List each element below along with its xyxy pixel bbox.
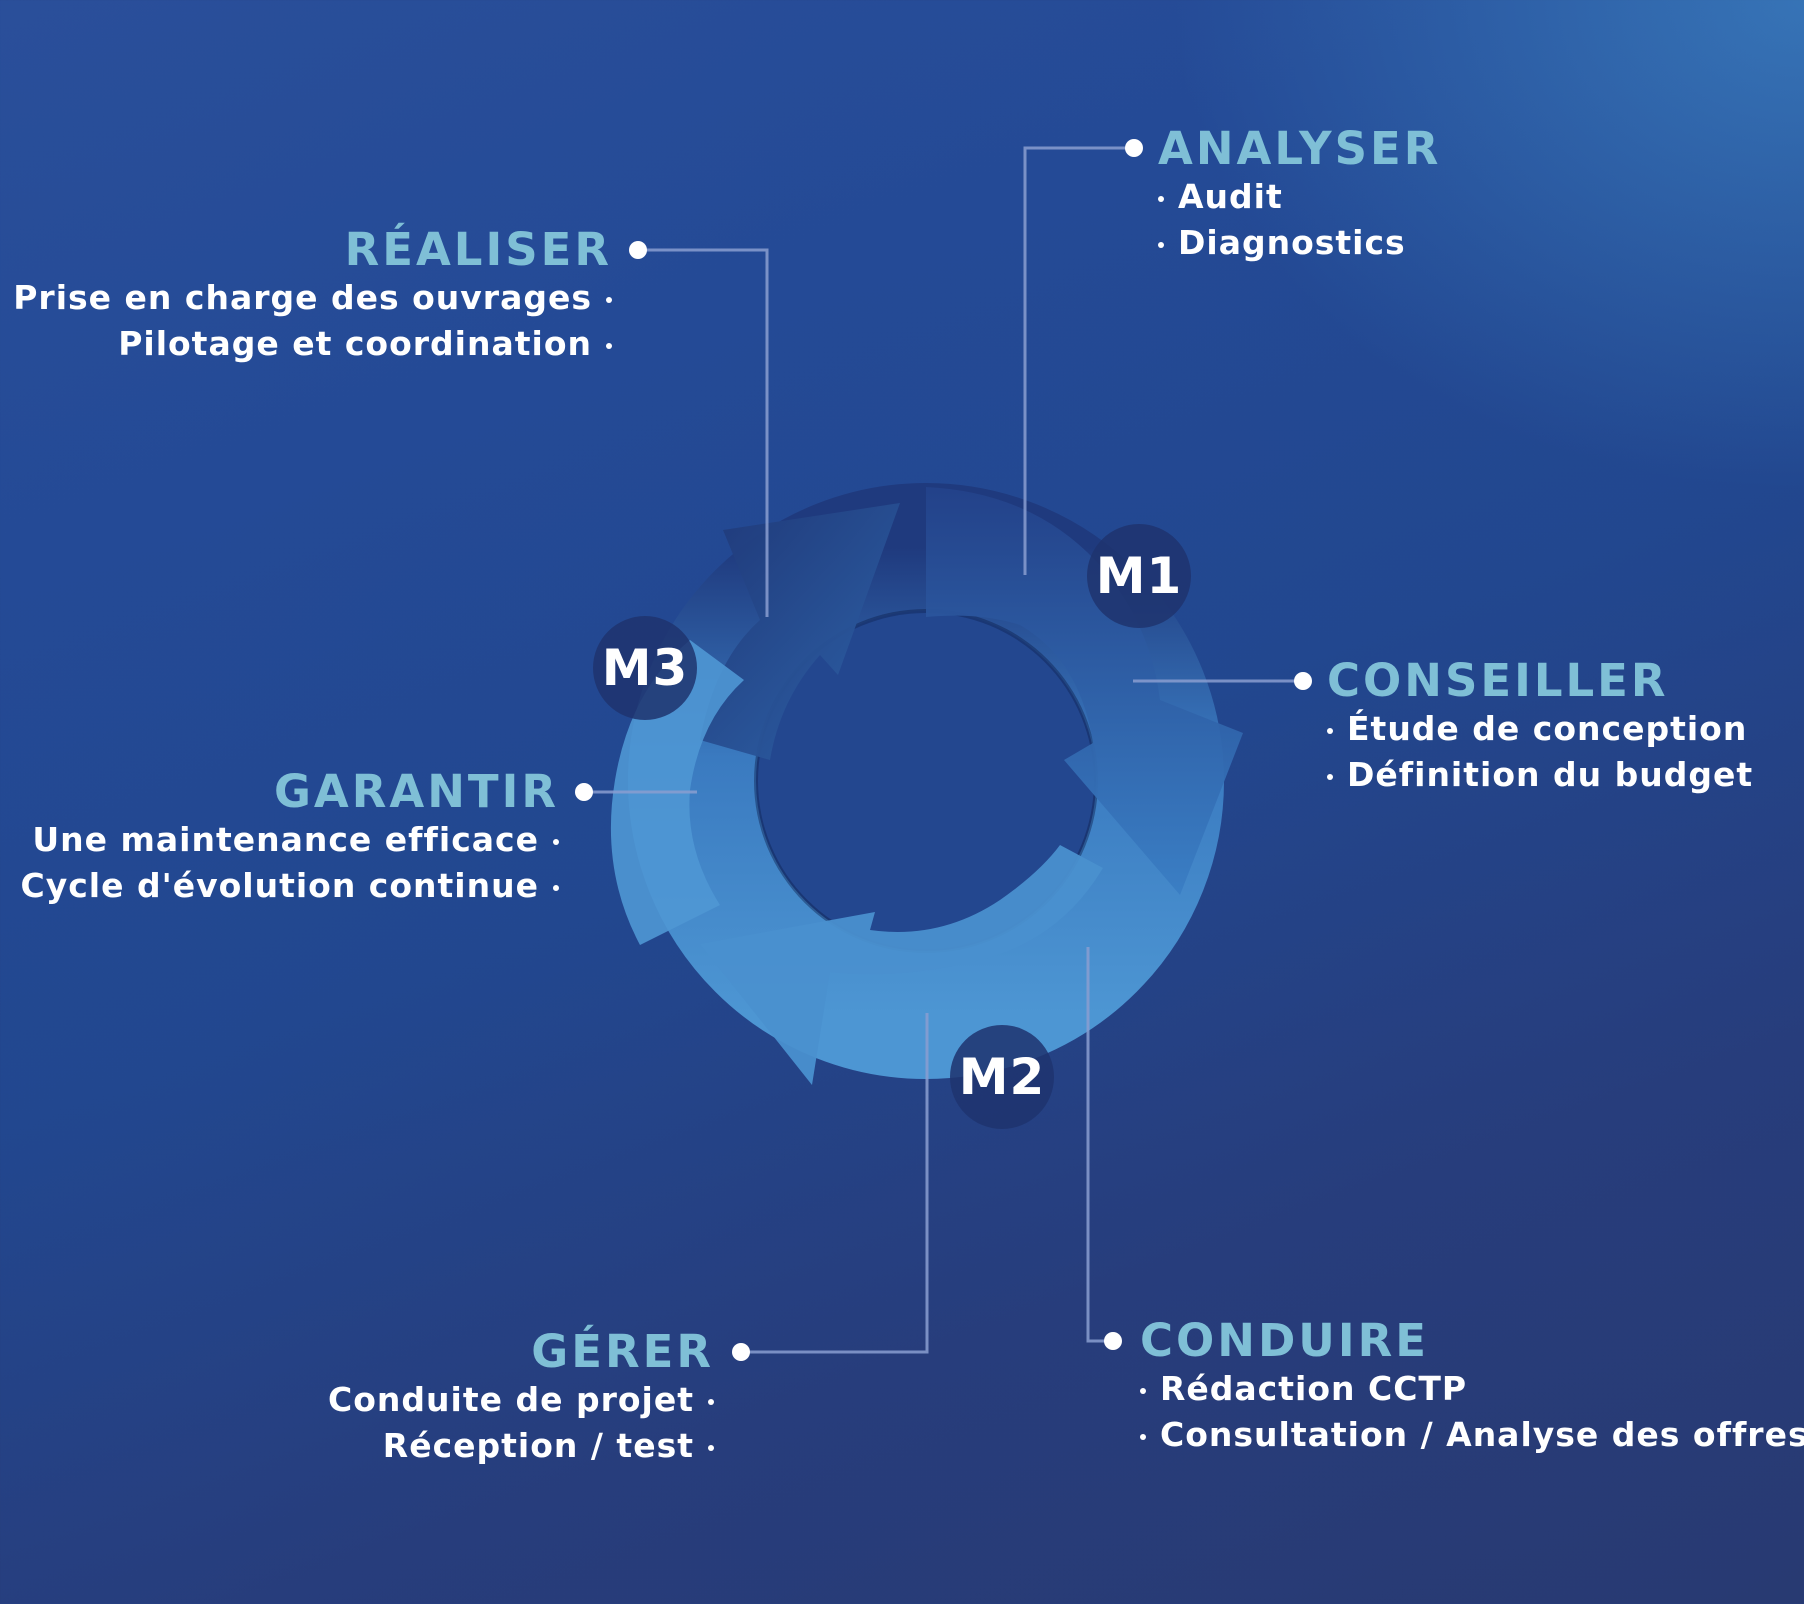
arrow-bottom [700,845,1103,1085]
milestone-m2: M2 [950,1025,1054,1129]
step-item-text: Pilotage et coordination [118,324,592,363]
step-title-realiser: RÉALISER [344,223,612,276]
step-item-text: Diagnostics [1178,223,1406,262]
bullet-dot [553,838,559,845]
connector-dot-conseiller [1294,672,1312,690]
bullet-dot [606,296,612,303]
step-item-text: Audit [1178,177,1283,216]
bullet-dot [553,884,559,891]
step-title-conduire: CONDUIRE [1140,1314,1429,1367]
bullet-dot [1158,241,1164,248]
cycle-center [758,613,1094,949]
step-title-gerer: GÉRER [531,1325,714,1378]
connector-dot-gerer [732,1343,750,1361]
step-item-text: Définition du budget [1347,755,1754,794]
step-item-text: Cycle d'évolution continue [20,866,539,905]
step-item: Audit [1158,174,1441,220]
step-item-text: Consultation / Analyse des offres [1160,1415,1804,1454]
step-item: Cycle d'évolution continue [20,863,559,909]
step-item-text: Rédaction CCTP [1160,1369,1468,1408]
arrow-top-right [926,487,1243,895]
bullet-dot [1158,195,1164,202]
step-title-analyser: ANALYSER [1158,122,1442,175]
step-garantir: GARANTIR Une maintenance efficace Cycle … [20,765,559,909]
step-item: Pilotage et coordination [13,321,612,367]
step-item: Une maintenance efficace [21,817,559,863]
milestone-m1: M1 [1087,524,1191,628]
bullet-dot [1327,727,1333,734]
step-item: Réception / test [328,1423,714,1469]
bullet-dot [1140,1387,1146,1394]
step-realiser: RÉALISER Prise en charge des ouvrages Pi… [13,225,612,367]
step-item-text: Étude de conception [1347,709,1748,748]
connector-dot-garantir [575,783,593,801]
step-analyser: ANALYSER Audit Diagnostics [1158,124,1441,266]
step-item: Conduite de projet [328,1377,714,1423]
connector-gerer [741,1013,929,1354]
step-title-garantir: GARANTIR [274,765,559,818]
milestone-m3: M3 [593,616,697,720]
step-item: Rédaction CCTP [1140,1366,1804,1412]
step-gerer: GÉRER Conduite de projet Réception / tes… [328,1327,714,1469]
step-conseiller: CONSEILLER Étude de conception Définitio… [1327,656,1753,798]
arrow-top-left [700,503,900,760]
bullet-dot [708,1398,714,1405]
bullet-dot [606,342,612,349]
step-item-text: Réception / test [382,1426,694,1465]
step-title-conseiller: CONSEILLER [1327,654,1669,707]
step-item-text: Prise en charge des ouvrages [13,278,592,317]
bullet-dot [708,1444,714,1451]
step-item: Étude de conception [1327,706,1753,752]
connector-dot-analyser [1125,139,1143,157]
connector-dot-realiser [629,241,647,259]
connector-analyser [1023,146,1133,575]
step-conduire: CONDUIRE Rédaction CCTP Consultation / A… [1140,1316,1804,1458]
step-item: Prise en charge des ouvrages [13,275,612,321]
connector-dot-conduire [1104,1332,1122,1350]
step-item: Consultation / Analyse des offres [1140,1412,1804,1458]
step-item: Diagnostics [1158,220,1441,266]
bullet-dot [1140,1433,1146,1440]
step-item-text: Conduite de projet [328,1380,694,1419]
connector-realiser [639,248,769,617]
step-item: Définition du budget [1327,752,1753,798]
step-item-text: Une maintenance efficace [32,820,539,859]
bullet-dot [1327,773,1333,780]
